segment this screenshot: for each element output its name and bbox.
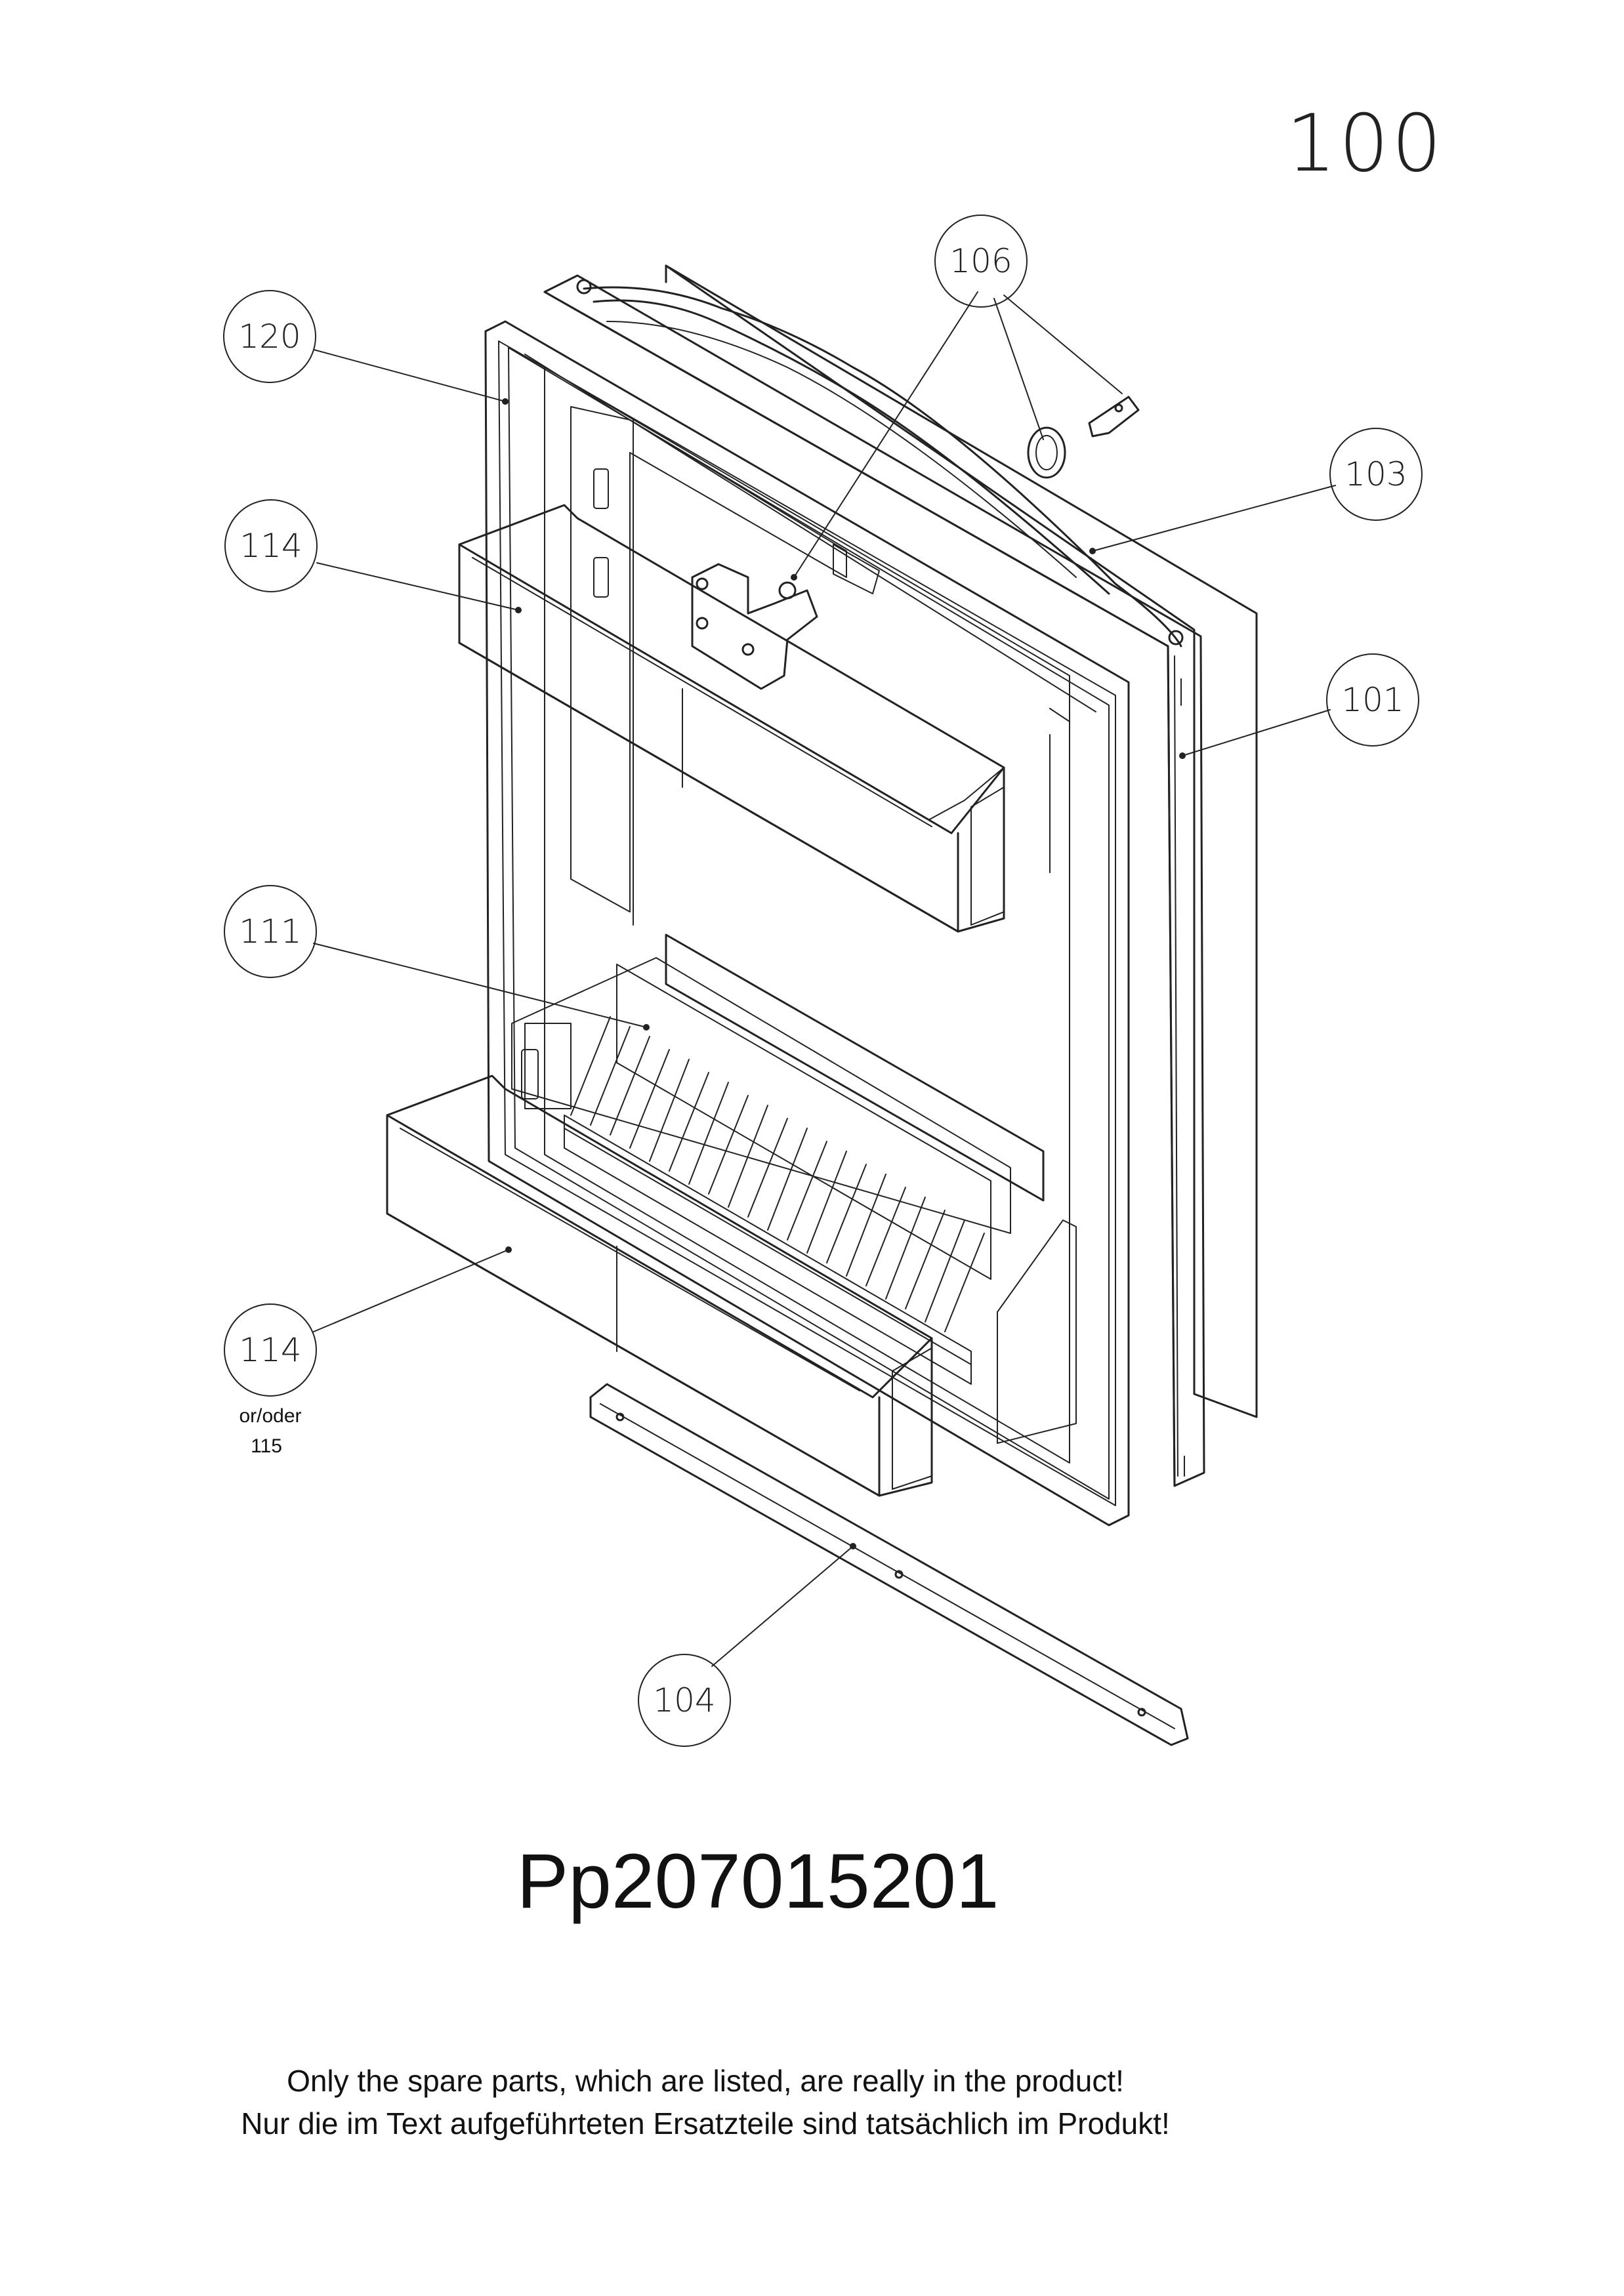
callout-label: 120 <box>238 318 301 356</box>
callout-114-lower: 114 or/oder 115 <box>224 1303 317 1457</box>
callout-label: 104 <box>653 1681 715 1719</box>
callout-103: 103 <box>1329 428 1423 521</box>
latch-assembly-106 <box>691 396 1140 690</box>
callout-106: 106 <box>934 215 1028 308</box>
upper-door-bin-114 <box>458 504 1005 933</box>
callout-label: 101 <box>1341 681 1404 719</box>
callout-120: 120 <box>223 290 316 383</box>
note-english: Only the spare parts, which are listed, … <box>287 2064 1124 2098</box>
callout-101: 101 <box>1326 653 1419 747</box>
rear-panel-103 <box>665 264 1258 1418</box>
callout-sub-or-oder: or/oder <box>239 1405 301 1427</box>
callout-label: 114 <box>239 527 302 565</box>
door-top-rim <box>543 279 1184 647</box>
callout-sub-115: 115 <box>251 1435 282 1457</box>
callout-111: 111 <box>224 885 317 978</box>
lower-trim-strip-104 <box>589 1383 1189 1746</box>
callout-label: 106 <box>949 242 1012 280</box>
note-german: Nur die im Text aufgeführteten Ersatztei… <box>241 2106 1170 2141</box>
door-inner-liner <box>544 367 1070 1464</box>
callout-114-upper: 114 <box>224 499 318 592</box>
page-number: 100 <box>1286 98 1445 190</box>
callout-104: 104 <box>638 1654 731 1747</box>
drawing-part-number: Pp207015201 <box>516 1838 999 1925</box>
lower-door-bin-114 <box>386 1075 933 1497</box>
bottle-rack-111 <box>511 933 1077 1444</box>
callout-label: 111 <box>239 912 301 951</box>
callout-label: 114 <box>239 1331 301 1369</box>
leader-lines <box>313 291 1336 1667</box>
leader-tips <box>502 398 1186 1549</box>
callout-label: 103 <box>1344 455 1407 493</box>
door-gasket-120 <box>484 320 1130 1527</box>
